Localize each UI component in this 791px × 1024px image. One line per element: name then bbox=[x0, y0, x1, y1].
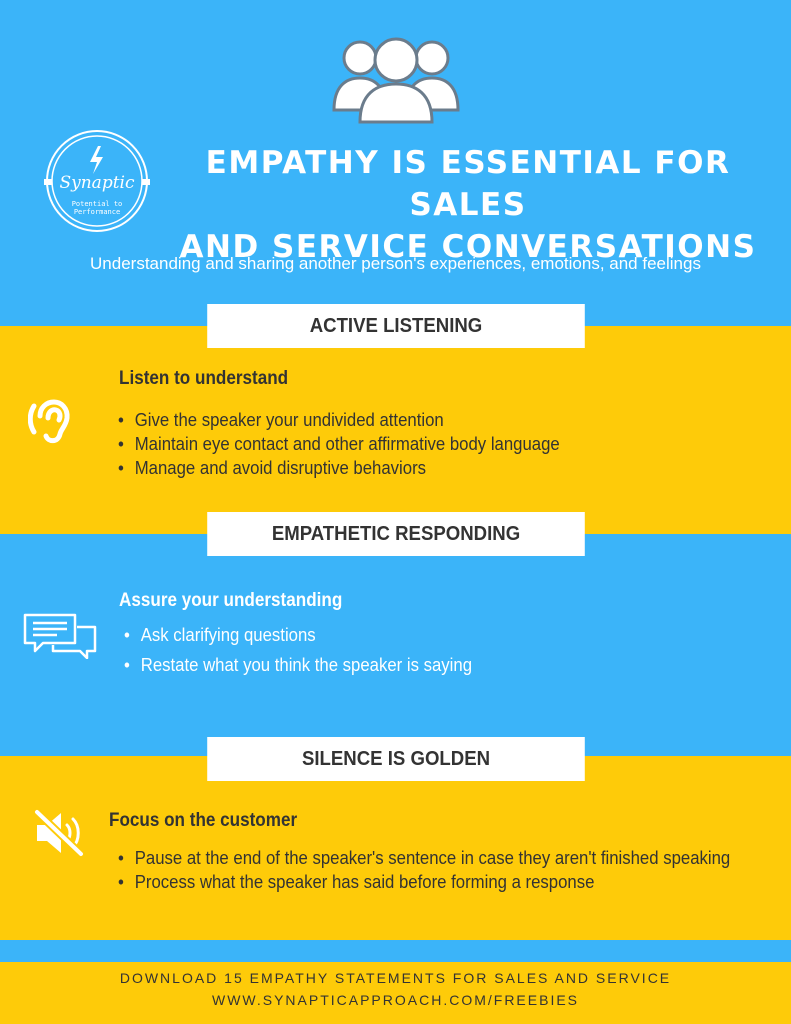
logo-tagline-1: Potential to bbox=[72, 200, 123, 208]
section-title-listen: Listen to understand bbox=[119, 368, 289, 389]
footer-download-text: DOWNLOAD 15 EMPATHY STATEMENTS FOR SALES… bbox=[119, 970, 672, 986]
page-subtitle: Understanding and sharing another person… bbox=[90, 254, 701, 273]
chat-bubbles-icon bbox=[23, 613, 97, 659]
section-header-empathetic-responding: EMPATHETIC RESPONDING bbox=[207, 512, 585, 556]
ear-icon bbox=[28, 399, 70, 444]
list-item: Restate what you think the speaker is sa… bbox=[124, 650, 472, 680]
section-header-active-listening: ACTIVE LISTENING bbox=[207, 304, 585, 348]
bullet-list-active-listening: Give the speaker your undivided attentio… bbox=[118, 408, 560, 480]
list-item: Process what the speaker has said before… bbox=[118, 870, 730, 894]
list-item: Pause at the end of the speaker's senten… bbox=[118, 846, 730, 870]
footer-url-link[interactable]: WWW.SYNAPTICAPPROACH.COM/FREEBIES bbox=[211, 992, 580, 1008]
section-title-assure: Assure your understanding bbox=[119, 590, 343, 611]
bullet-list-silence: Pause at the end of the speaker's senten… bbox=[118, 846, 730, 894]
page-title: EMPATHY IS ESSENTIAL FOR SALES AND SERVI… bbox=[158, 142, 778, 268]
list-item: Give the speaker your undivided attentio… bbox=[118, 408, 560, 432]
page-title-line-1: EMPATHY IS ESSENTIAL FOR SALES bbox=[205, 145, 731, 223]
section-title-focus: Focus on the customer bbox=[109, 810, 298, 831]
logo-brand: Synaptic bbox=[59, 173, 134, 193]
list-item: Ask clarifying questions bbox=[124, 620, 472, 650]
page-title-line-2: AND SERVICE CONVERSATIONS bbox=[179, 229, 757, 265]
people-group-icon bbox=[332, 37, 460, 124]
list-item: Manage and avoid disruptive behaviors bbox=[118, 456, 560, 480]
section-header-silence-is-golden: SILENCE IS GOLDEN bbox=[207, 737, 585, 781]
footer: DOWNLOAD 15 EMPATHY STATEMENTS FOR SALES… bbox=[0, 962, 791, 1024]
mute-speaker-icon bbox=[33, 808, 85, 858]
list-item: Maintain eye contact and other affirmati… bbox=[118, 432, 560, 456]
logo-tagline-2: Performance bbox=[74, 208, 120, 216]
bullet-list-empathetic-responding: Ask clarifying questions Restate what yo… bbox=[124, 620, 472, 680]
synaptic-logo: Synaptic Potential to Performance bbox=[44, 130, 150, 232]
